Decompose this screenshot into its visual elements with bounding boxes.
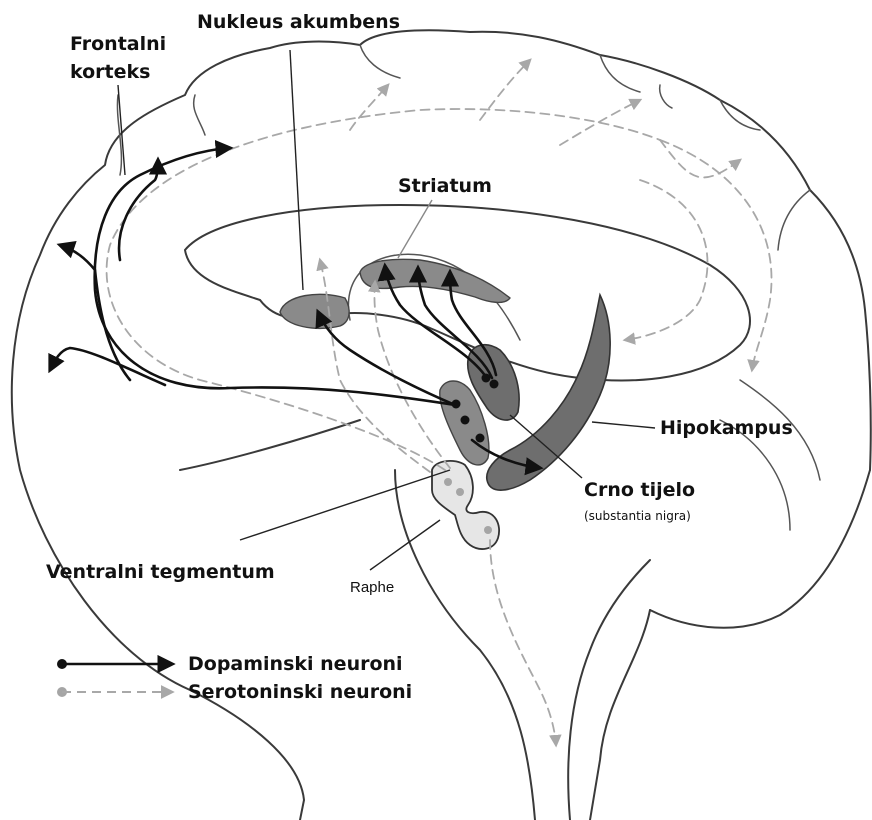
serotonin-path-top4 (660, 140, 740, 177)
legend-serotonin-label: Serotoninski neuroni (188, 681, 412, 703)
legend-dopamine-label: Dopaminski neuroni (188, 653, 403, 675)
label-frontal-cortex-line1: Frontalni (70, 33, 166, 55)
legend: Dopaminski neuroni Serotoninski neuroni (57, 653, 412, 703)
legend-dopamine: Dopaminski neuroni (57, 653, 403, 675)
striatum-shape (360, 259, 510, 302)
labels: Nukleus akumbens Frontalni korteks Stria… (46, 11, 793, 596)
label-ventral-tegmentum: Ventralni tegmentum (46, 561, 275, 583)
serotonin-path-spinal (490, 540, 556, 745)
nucleus-accumbens-shape (280, 294, 349, 328)
label-substantia-nigra-latin: (substantia nigra) (584, 509, 691, 523)
serotonin-path-hippo (625, 180, 708, 340)
label-substantia-nigra: Crno tijelo (584, 479, 695, 501)
label-frontal-cortex-line2: korteks (70, 61, 150, 83)
label-raphe: Raphe (350, 579, 394, 596)
legend-serotonin: Serotoninski neuroni (57, 681, 412, 703)
label-striatum: Striatum (398, 175, 492, 197)
leader-lines (118, 50, 655, 570)
serotonin-path-top1 (350, 85, 388, 130)
label-nucleus-accumbens: Nukleus akumbens (197, 11, 400, 33)
label-hippocampus: Hipokampus (660, 417, 793, 439)
serotonin-path-back (660, 140, 772, 370)
